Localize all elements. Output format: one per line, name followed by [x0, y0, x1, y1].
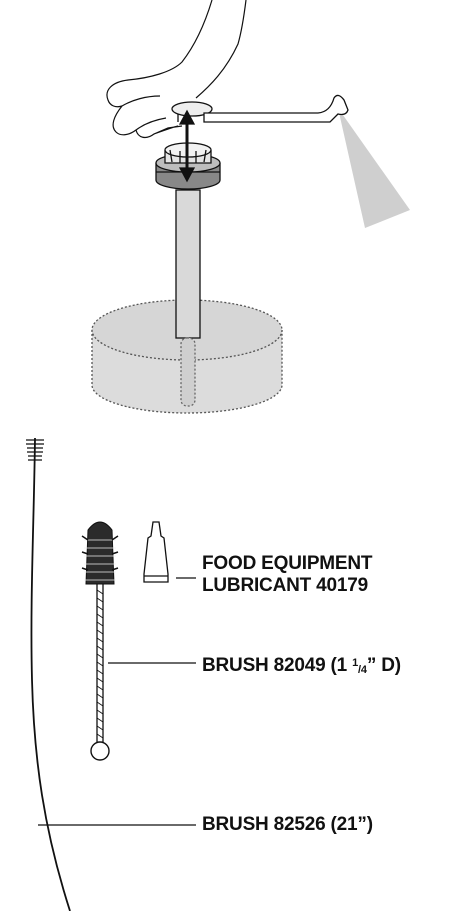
small-brush-handle — [90, 584, 110, 761]
small-brush-loop — [90, 741, 110, 761]
pump-head-spout — [171, 94, 349, 123]
pump-diagram — [91, 0, 410, 414]
spray-cone — [338, 108, 410, 228]
leader-lines — [38, 577, 196, 826]
label-brush-small-frac-sep: / — [358, 664, 361, 676]
label-brush-small-frac-den: 4 — [360, 664, 367, 676]
small-brush-bristles — [81, 521, 119, 585]
label-lubricant: FOOD EQUIPMENT LUBRICANT 40179 — [202, 553, 373, 597]
label-brush-small-frac-num: 1 — [352, 657, 359, 669]
label-brush-small-prefix: BRUSH 82049 (1 — [202, 655, 353, 676]
dip-tube — [180, 337, 196, 407]
hand-illustration — [106, 0, 247, 139]
long-brush-wire — [30, 437, 71, 911]
up-down-arrow — [178, 109, 196, 183]
pump-tube — [175, 189, 201, 339]
long-brush-82526 — [26, 437, 71, 911]
label-lubricant-line2: LUBRICANT 40179 — [202, 575, 368, 596]
label-brush-small-suffix: ” D) — [366, 655, 401, 676]
lubricant-tube — [143, 521, 169, 583]
label-lubricant-line1: FOOD EQUIPMENT — [202, 553, 373, 574]
label-brush-long: BRUSH 82526 (21”) — [202, 814, 373, 835]
label-brush-small: BRUSH 82049 (1 1/4” D) — [202, 652, 401, 681]
small-brush-82049 — [81, 521, 119, 761]
